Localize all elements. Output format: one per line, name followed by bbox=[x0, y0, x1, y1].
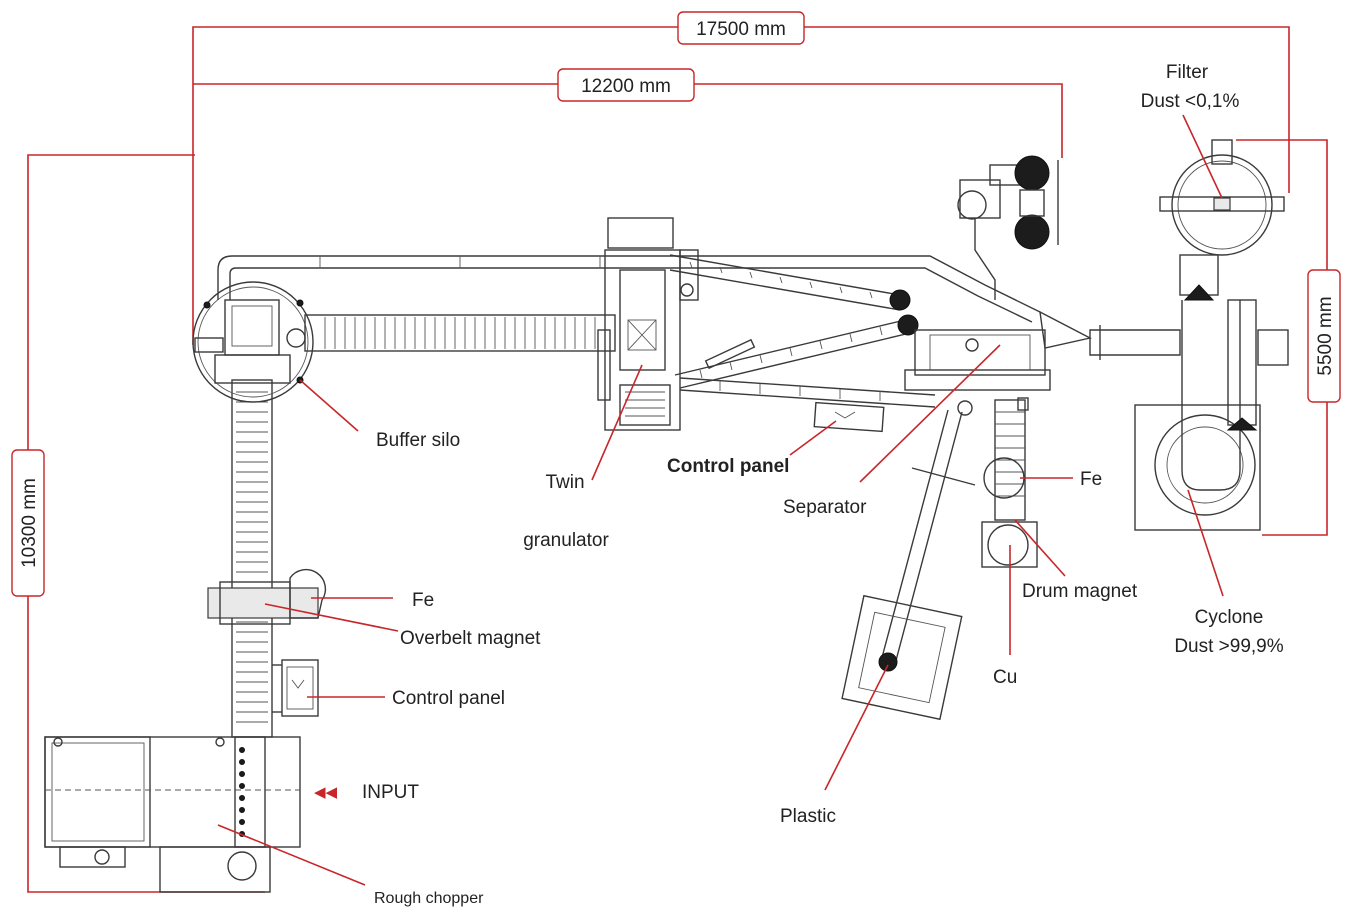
dim-box-10300 bbox=[11, 449, 45, 597]
cyclone-label: Cyclone bbox=[1195, 607, 1264, 628]
twin-granulator-label-line1: Twin bbox=[545, 472, 584, 493]
overbelt-magnet bbox=[207, 568, 327, 625]
dim-label-10300: 10300 mm bbox=[19, 478, 40, 568]
buffer-silo bbox=[192, 281, 314, 403]
dim-label-17500: 17500 mm bbox=[696, 19, 786, 40]
dimension-lines: 17500 mm 12200 mm 10300 mm 5500 mm bbox=[11, 11, 1341, 893]
vertical-conveyor bbox=[231, 379, 273, 738]
exhaust-fan bbox=[1014, 155, 1059, 250]
cyclone bbox=[1134, 299, 1289, 531]
dim-box-12200 bbox=[557, 68, 695, 102]
diagonal-conveyors bbox=[669, 254, 936, 408]
filter-unit bbox=[1159, 139, 1285, 301]
rough-chopper bbox=[44, 736, 301, 893]
horizontal-conveyor bbox=[304, 314, 616, 352]
main-control-panel-box bbox=[813, 401, 885, 433]
dim-label-5500: 5500 mm bbox=[1315, 296, 1336, 375]
filter-dust-label: Dust <0,1% bbox=[1141, 91, 1240, 112]
plastic-discharge bbox=[841, 400, 976, 721]
cu-label: Cu bbox=[993, 667, 1017, 688]
dim-label-12200: 12200 mm bbox=[581, 76, 671, 97]
filter-label: Filter bbox=[1166, 62, 1209, 83]
dim-box-5500 bbox=[1307, 269, 1341, 403]
drum-magnet-label: Drum magnet bbox=[1022, 581, 1138, 602]
dim-line-12200 bbox=[193, 83, 1063, 158]
plastic-label: Plastic bbox=[780, 806, 836, 827]
side-control-panel-label: Control panel bbox=[392, 688, 505, 709]
input-arrows-icon: ◀◀ bbox=[314, 784, 338, 801]
dim-line-10300 bbox=[27, 154, 265, 893]
fe-right-label: Fe bbox=[1080, 469, 1102, 490]
input-label: INPUT bbox=[362, 782, 419, 803]
separator bbox=[904, 164, 1093, 391]
fe-left-label: Fe bbox=[412, 590, 434, 611]
overbelt-magnet-label: Overbelt magnet bbox=[400, 628, 541, 649]
side-control-panel-box bbox=[272, 659, 319, 717]
dim-box-17500 bbox=[677, 11, 805, 45]
buffer-silo-label: Buffer silo bbox=[376, 430, 460, 451]
machine-drawing bbox=[44, 139, 1289, 893]
separator-label: Separator bbox=[783, 497, 867, 518]
rough-chopper-label: Rough chopper bbox=[374, 890, 484, 907]
main-control-panel-label: Control panel bbox=[667, 456, 789, 477]
cyclone-duct bbox=[1089, 325, 1181, 360]
labels: Filter Dust <0,1% Buffer silo Twin granu… bbox=[314, 62, 1284, 907]
twin-granulator bbox=[597, 217, 699, 431]
dim-line-17500 bbox=[192, 26, 1290, 345]
drum-magnet-unit bbox=[981, 397, 1038, 568]
twin-granulator-label-line2: granulator bbox=[523, 530, 609, 551]
cyclone-dust-label: Dust >99,9% bbox=[1174, 636, 1283, 657]
air-duct-top bbox=[217, 255, 1041, 323]
leader-lines bbox=[217, 114, 1224, 886]
